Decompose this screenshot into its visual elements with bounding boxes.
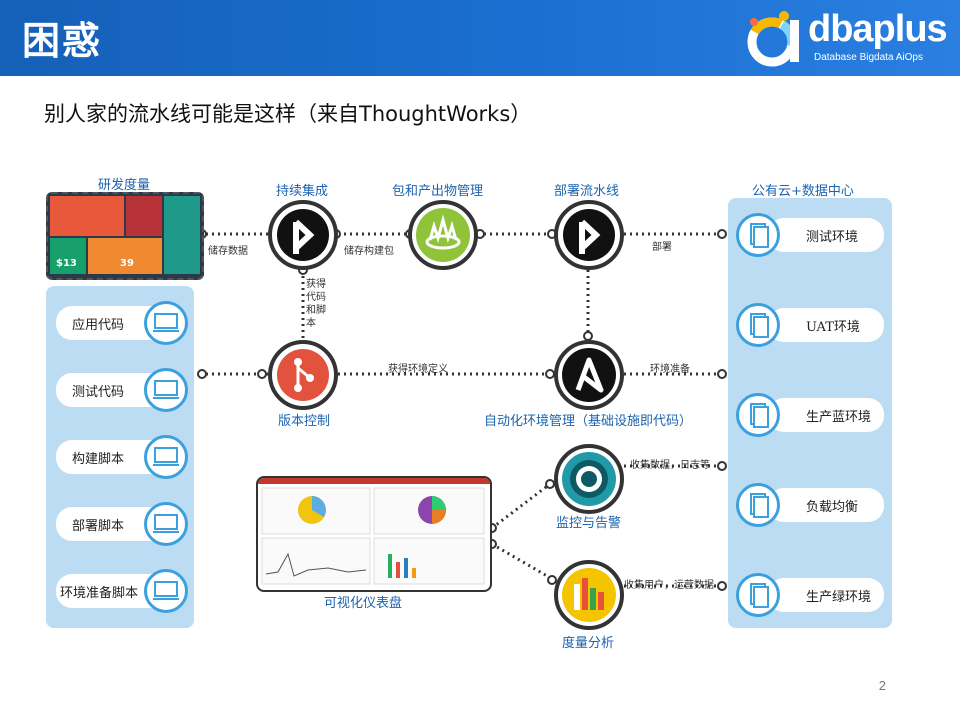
ci-label: 持续集成	[276, 184, 329, 199]
source-item-label: 部署脚本	[72, 518, 125, 534]
source-item-label: 应用代码	[72, 317, 125, 333]
edge-store-build: 储存构建包	[344, 246, 394, 257]
dashboard-thumbnail	[256, 476, 492, 592]
dashboard-label: 可视化仪表盘	[324, 596, 403, 611]
dbaplus-logo: dbaplus Database Bigdata AiOps	[744, 6, 948, 70]
ansible-icon	[562, 348, 616, 402]
source-item-label: 构建脚本	[72, 451, 125, 467]
env-item-load-balancer: 负载均衡	[768, 488, 884, 522]
edge-collect-logs: 收集数据，日志等	[630, 460, 710, 471]
monitor-icon	[144, 368, 188, 412]
deploy-node[interactable]	[554, 200, 624, 270]
slide-subtitle: 别人家的流水线可能是这样（来自ThoughtWorks）	[44, 102, 532, 126]
splash-icon	[416, 208, 470, 262]
env-item-label: 生产蓝环境	[806, 409, 872, 425]
monitor-icon	[144, 502, 188, 546]
logo-mark-icon	[747, 11, 799, 67]
env-item-test: 测试环境	[768, 218, 884, 252]
play-icon	[563, 209, 615, 261]
environment-panel: 测试环境 UAT环境 生产蓝环境 负载均衡 生产绿环境	[728, 198, 892, 628]
server-icon	[736, 213, 780, 257]
edge-get-env: 获得环境定义	[388, 364, 448, 375]
env-item-label: 负载均衡	[806, 499, 859, 515]
logo-tagline: Database Bigdata AiOps	[814, 52, 923, 63]
vcs-node[interactable]	[268, 340, 338, 410]
server-icon	[736, 573, 780, 617]
metrics-label: 研发度量	[98, 178, 151, 193]
edge-collect-users: 收集用户，运营数据	[624, 580, 714, 591]
env-item-prod-blue: 生产蓝环境	[768, 398, 884, 432]
play-icon	[277, 209, 329, 261]
deploy-label: 部署流水线	[554, 184, 620, 199]
header-bar: 困惑 dbaplus Database Bigdata AiOps	[0, 0, 960, 76]
source-panel: 应用代码 测试代码 构建脚本 部署脚本 环境准备脚本	[46, 286, 194, 628]
metrics-tile-1: $13	[50, 238, 86, 274]
metrics-tile-2: 39	[88, 238, 162, 274]
server-icon	[736, 393, 780, 437]
env-item-uat: UAT环境	[768, 308, 884, 342]
page-title: 困惑	[22, 19, 103, 63]
vcs-label: 版本控制	[278, 414, 331, 429]
artifact-node[interactable]	[408, 200, 478, 270]
analysis-node[interactable]	[554, 560, 624, 630]
artifact-label: 包和产出物管理	[392, 184, 484, 199]
automation-node[interactable]	[554, 340, 624, 410]
edge-get-code: 获得代码和脚本	[306, 279, 326, 329]
edge-store-data: 储存数据	[208, 246, 248, 257]
analysis-label: 度量分析	[562, 636, 615, 651]
monitor-icon	[144, 301, 188, 345]
monitor-icon	[144, 569, 188, 613]
page-number: 2	[878, 678, 886, 693]
logo-brand-text: dbaplus	[808, 8, 948, 50]
server-icon	[736, 303, 780, 347]
cloud-label: 公有云+数据中心	[752, 184, 854, 199]
env-item-label: 测试环境	[806, 229, 859, 245]
eye-icon	[562, 452, 616, 506]
source-item-label: 环境准备脚本	[60, 585, 139, 601]
edge-env-prepare: 环境准备	[650, 364, 690, 375]
monitor-node[interactable]	[554, 444, 624, 514]
edge-deploy: 部署	[652, 242, 672, 253]
env-item-prod-green: 生产绿环境	[768, 578, 884, 612]
metrics-dashboard: $13 39	[46, 192, 204, 280]
env-item-label: UAT环境	[806, 319, 860, 335]
monitor-label: 监控与告警	[556, 516, 622, 531]
server-icon	[736, 483, 780, 527]
source-item-label: 测试代码	[72, 384, 125, 400]
automation-label: 自动化环境管理（基础设施即代码）	[484, 414, 693, 429]
ci-node[interactable]	[268, 200, 338, 270]
source-item-env-script: 环境准备脚本	[56, 574, 172, 608]
dashboard-charts	[261, 487, 485, 585]
bar-chart-icon	[562, 568, 616, 622]
monitor-icon	[144, 435, 188, 479]
env-item-label: 生产绿环境	[806, 589, 872, 605]
git-icon	[277, 349, 329, 401]
